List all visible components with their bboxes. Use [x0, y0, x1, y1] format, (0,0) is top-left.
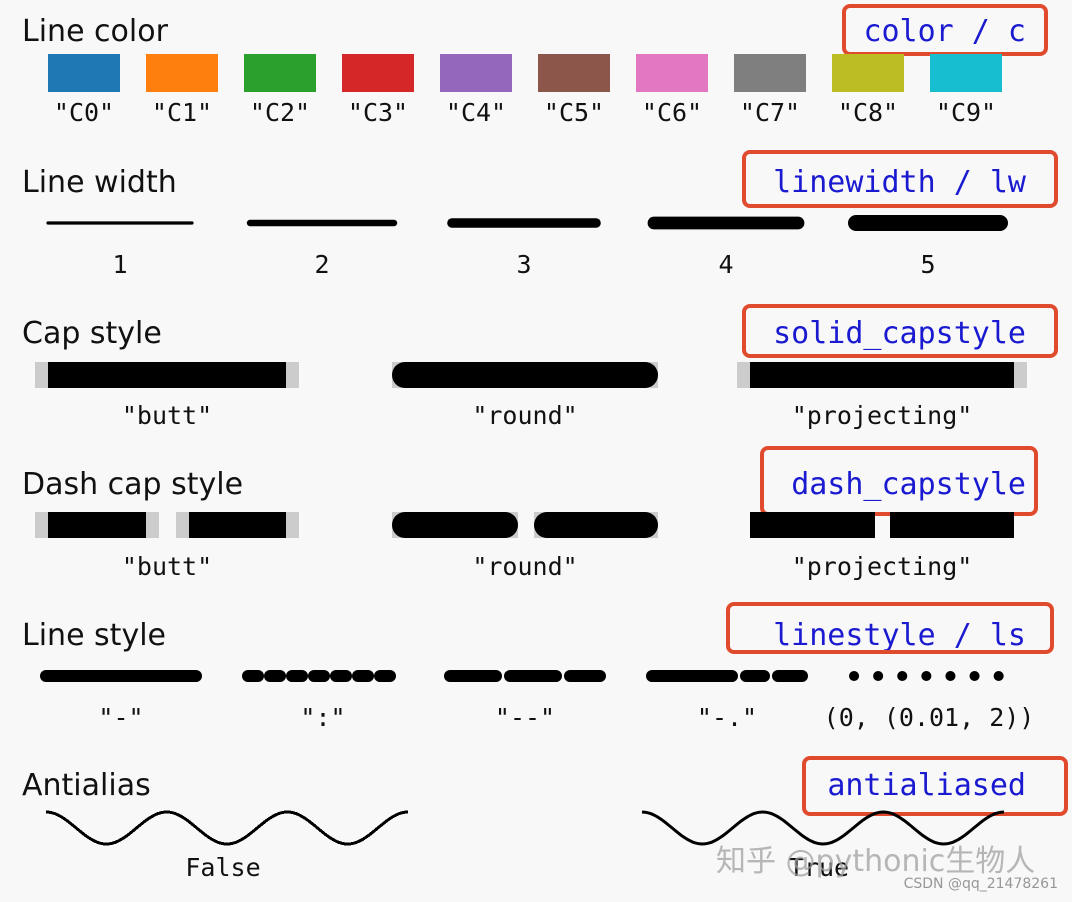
color-swatch-c2	[244, 54, 316, 92]
section-title-line-style: Line style	[22, 618, 166, 653]
linestyle-label-dashed: "--"	[494, 703, 556, 732]
color-swatch-label-c4: "C4"	[445, 98, 507, 127]
color-swatch-label-c7: "C7"	[739, 98, 801, 127]
color-swatch-label-c3: "C3"	[347, 98, 409, 127]
color-swatch-label-c5: "C5"	[543, 98, 605, 127]
color-swatch-label-c9: "C9"	[935, 98, 997, 127]
linewidth-label-4: 4	[718, 250, 734, 279]
capstyle-label-round: "round"	[472, 401, 578, 430]
color-swatch-c1	[146, 54, 218, 92]
antialias-wave-true	[641, 810, 1005, 846]
param-dash-capstyle: dash_capstyle	[791, 467, 1026, 502]
linewidth-label-1: 1	[112, 250, 128, 279]
highlight-box-linewidth	[742, 150, 1058, 208]
section-title-cap-style: Cap style	[22, 316, 162, 351]
linestyle-label-dashdot: "-."	[696, 703, 758, 732]
color-swatch-label-c1: "C1"	[151, 98, 213, 127]
linewidth-label-5: 5	[920, 250, 936, 279]
color-swatch-c9	[930, 54, 1002, 92]
dashcap-label-round: "round"	[472, 552, 578, 581]
color-swatch-label-c6: "C6"	[641, 98, 703, 127]
capstyle-label-projecting: "projecting"	[791, 401, 973, 430]
color-swatch-c0	[48, 54, 120, 92]
linestyle-label-custom-dots: (0, (0.01, 2))	[823, 703, 1035, 732]
color-swatch-c5	[538, 54, 610, 92]
dashcap-label-projecting: "projecting"	[791, 552, 973, 581]
linewidth-label-2: 2	[314, 250, 330, 279]
capstyle-label-butt: "butt"	[121, 401, 213, 430]
param-solid-capstyle: solid_capstyle	[773, 316, 1026, 351]
watermark-csdn: CSDN @qq_21478261	[903, 876, 1058, 892]
antialias-wave-false	[45, 810, 409, 846]
param-antialiased: antialiased	[827, 768, 1026, 803]
param-linewidth: linewidth / lw	[773, 165, 1026, 200]
highlight-box-linestyle	[726, 602, 1054, 654]
param-color: color / c	[863, 14, 1026, 49]
antialias-label-false: False	[185, 853, 261, 882]
color-swatch-label-c2: "C2"	[249, 98, 311, 127]
color-swatch-c4	[440, 54, 512, 92]
param-linestyle: linestyle / ls	[773, 618, 1026, 653]
section-title-antialias: Antialias	[22, 768, 151, 803]
section-title-line-color: Line color	[22, 14, 168, 49]
watermark-zhihu: 知乎 @pythonic生物人	[716, 844, 1036, 879]
color-swatch-label-c8: "C8"	[837, 98, 899, 127]
highlight-box-antialiased	[802, 756, 1068, 816]
linewidth-label-3: 3	[516, 250, 532, 279]
color-swatch-c6	[636, 54, 708, 92]
section-title-dash-cap-style: Dash cap style	[22, 467, 244, 502]
linestyle-label-solid: "-"	[98, 703, 144, 732]
antialias-label-true: True	[788, 853, 850, 882]
color-swatch-label-c0: "C0"	[53, 98, 115, 127]
dashcap-label-butt: "butt"	[121, 552, 213, 581]
linestyle-label-dotted: ":"	[300, 703, 346, 732]
section-title-line-width: Line width	[22, 165, 177, 200]
color-swatch-c7	[734, 54, 806, 92]
color-swatch-c8	[832, 54, 904, 92]
highlight-box-solid-capstyle	[742, 304, 1058, 358]
color-swatch-c3	[342, 54, 414, 92]
